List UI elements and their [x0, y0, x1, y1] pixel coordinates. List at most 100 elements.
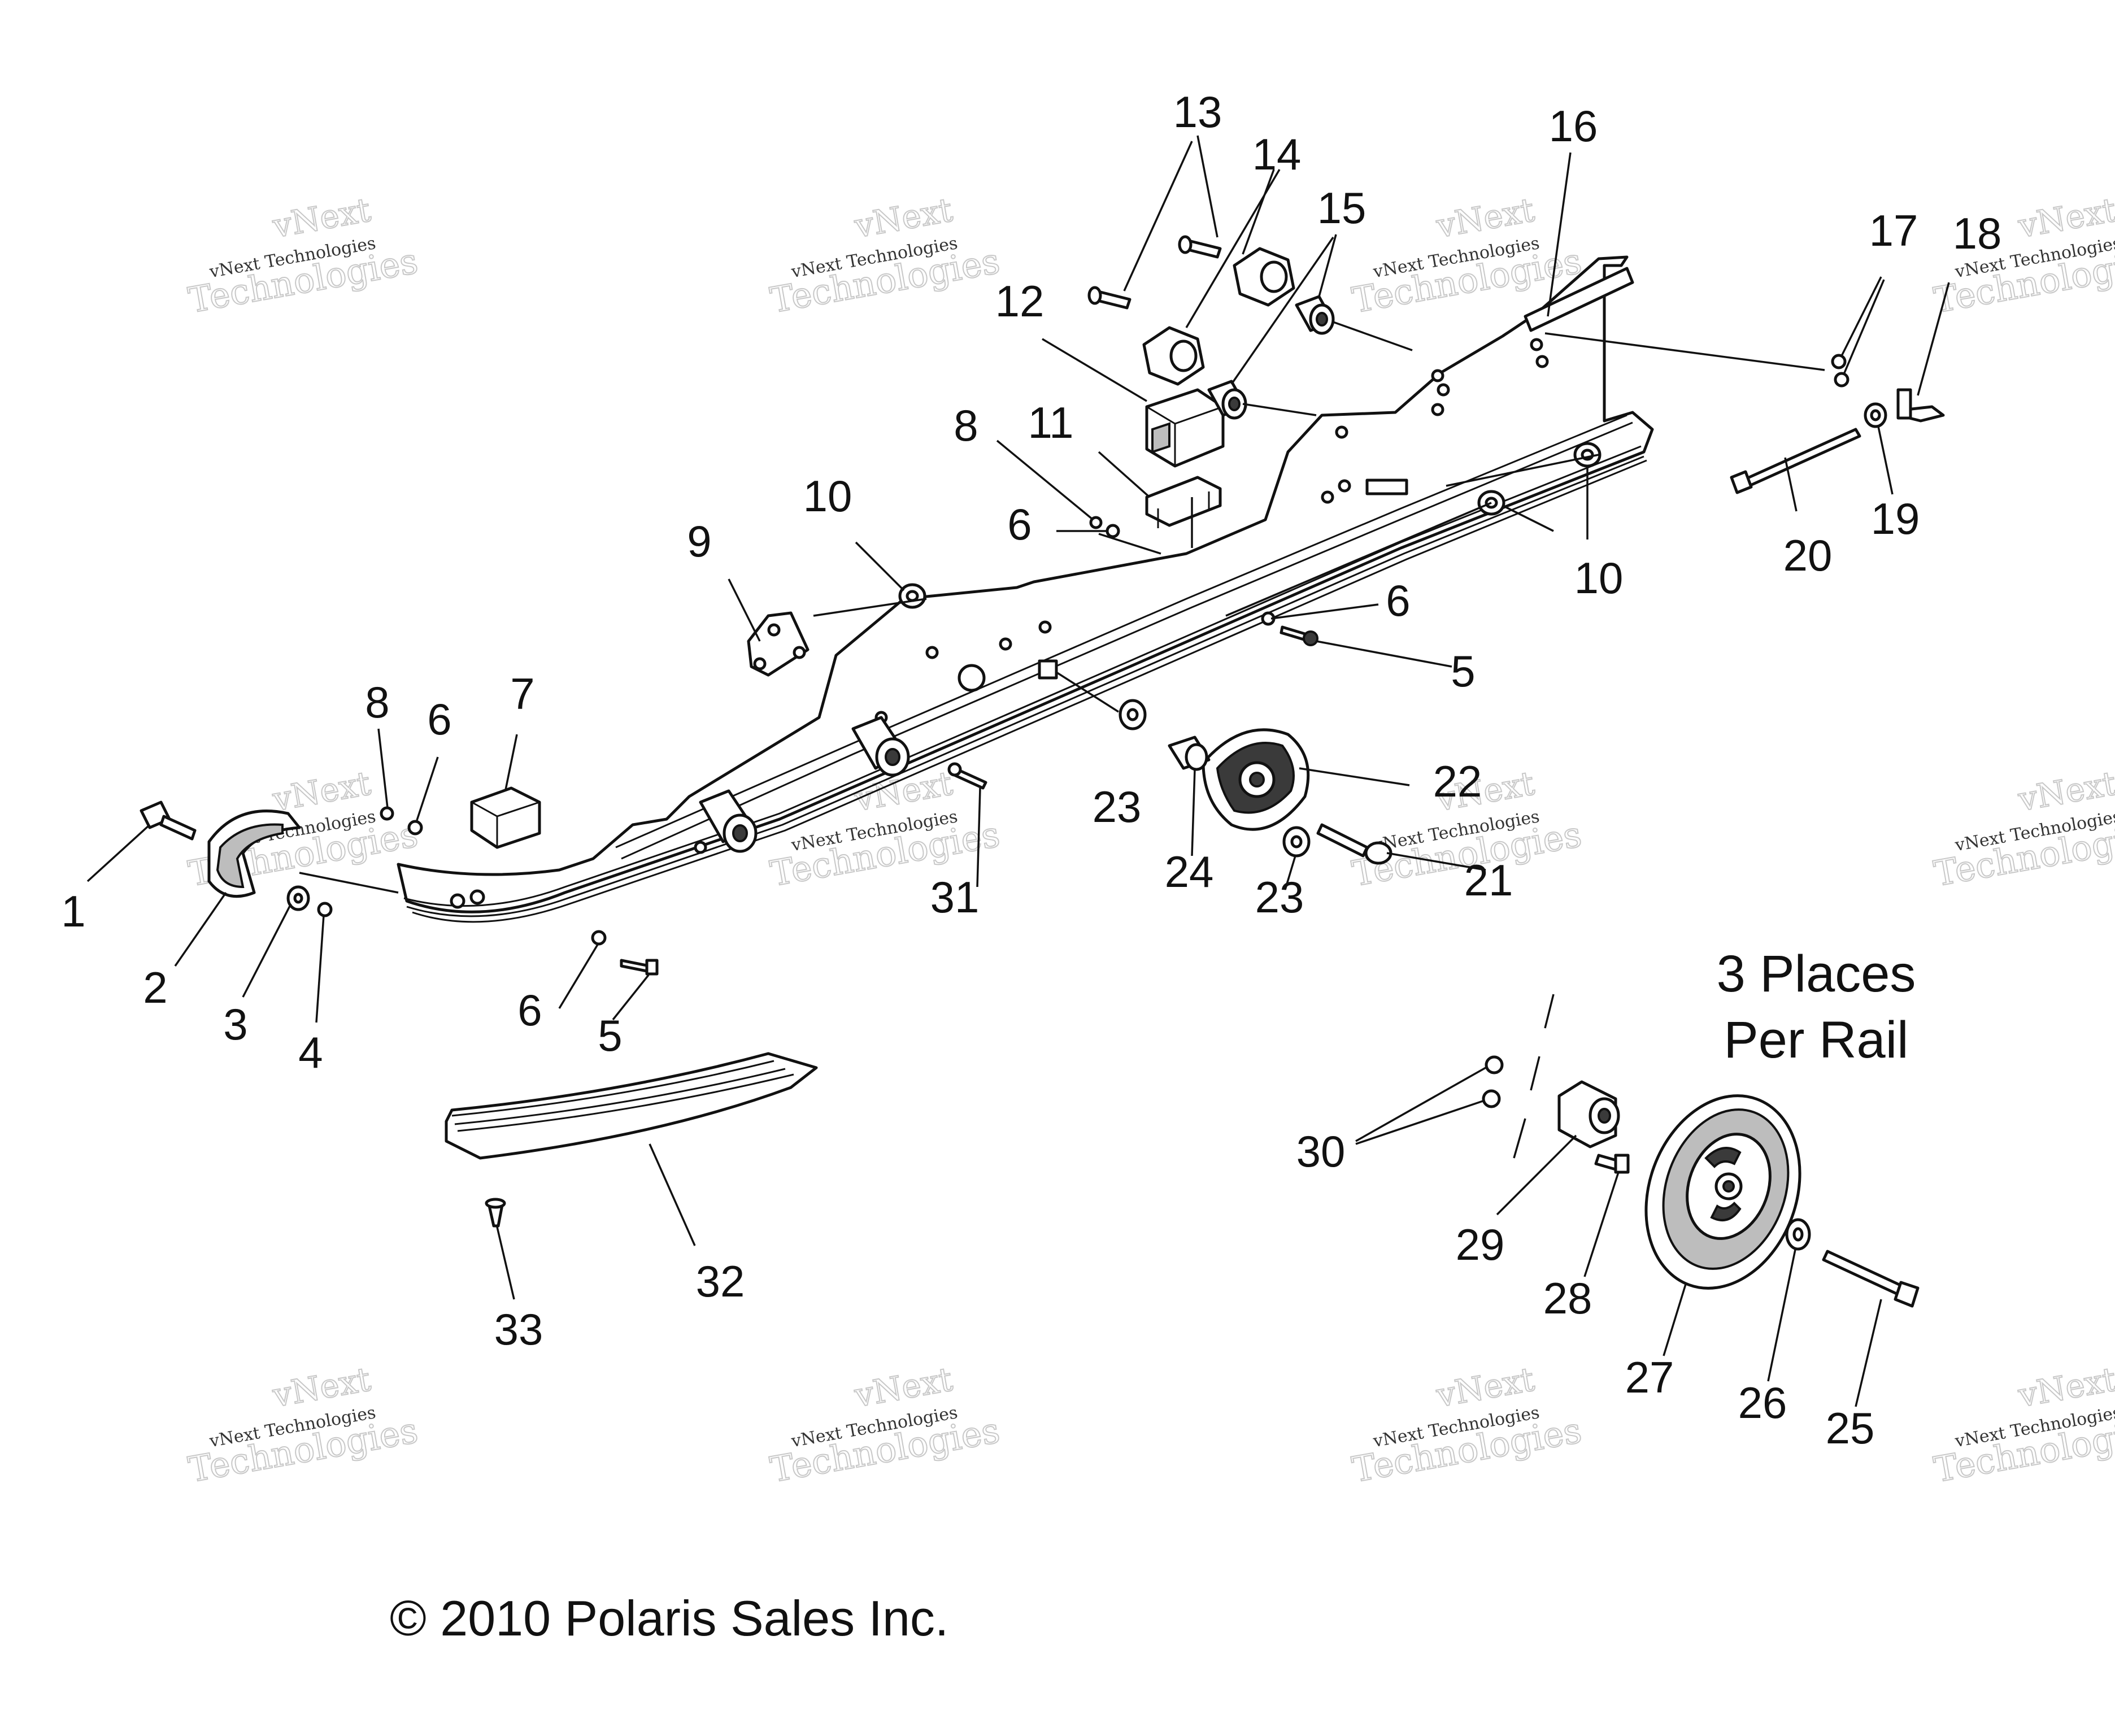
part-18-bracket — [1896, 388, 1945, 423]
callout-28: 28 — [1543, 1273, 1592, 1323]
part-14-bushing-a — [1142, 326, 1205, 386]
part-13-pin-b — [1178, 235, 1222, 259]
callout-labels: 1 2 3 4 5 5 6 6 6 6 7 8 8 9 10 10 11 12 … — [61, 87, 2001, 1453]
callout-8-a: 8 — [365, 677, 389, 727]
part-27-wheel — [1644, 1094, 1801, 1290]
callout-25: 25 — [1826, 1403, 1875, 1453]
callout-9: 9 — [687, 516, 711, 566]
part-9-plate — [747, 611, 810, 677]
rail-wheel-front — [699, 789, 758, 853]
part-19-nut — [1864, 402, 1887, 428]
part-30-nut-a — [1485, 1055, 1504, 1074]
part-7-block — [470, 786, 541, 849]
part-15-spacer-a — [1207, 380, 1247, 420]
callout-12: 12 — [995, 276, 1045, 326]
part-25-bolt — [1822, 1250, 1920, 1308]
part-11-clip — [1145, 476, 1222, 528]
callout-5-rear: 5 — [1451, 646, 1475, 696]
callout-32: 32 — [696, 1256, 745, 1306]
callout-11: 11 — [1028, 398, 1074, 447]
slide-rail — [397, 255, 1654, 923]
callout-10-b: 10 — [1574, 553, 1624, 603]
part-6-nut-a — [407, 820, 423, 836]
callout-4: 4 — [298, 1028, 323, 1077]
part-24-spacer — [1168, 736, 1211, 771]
part-8-nut-a — [380, 806, 394, 821]
callout-1: 1 — [61, 886, 85, 936]
callout-23-b: 23 — [1255, 872, 1304, 922]
callout-6-c: 6 — [1007, 499, 1032, 549]
callout-26: 26 — [1738, 1378, 1787, 1428]
note-line-2: Per Rail — [1724, 1011, 1908, 1069]
part-5-bolt-front — [620, 959, 659, 976]
callout-14: 14 — [1252, 129, 1302, 179]
part-22-idler-wheel — [1202, 728, 1310, 831]
part-6-nut-b — [591, 930, 607, 946]
callout-23-a: 23 — [1093, 782, 1142, 832]
part-33-screw — [485, 1198, 506, 1228]
callout-3: 3 — [223, 999, 247, 1049]
part-8-nut-b — [1089, 516, 1103, 529]
callout-16: 16 — [1549, 101, 1598, 151]
part-17-nut-b — [1834, 372, 1849, 388]
callout-15: 15 — [1317, 183, 1367, 233]
callout-10-a: 10 — [803, 471, 852, 521]
part-29-axle-block — [1557, 1080, 1620, 1148]
callout-22: 22 — [1433, 756, 1482, 806]
leader-lines — [86, 135, 1950, 1407]
part-30-nut-b — [1482, 1089, 1501, 1108]
callout-21: 21 — [1464, 855, 1513, 905]
note-line-1: 3 Places — [1717, 945, 1916, 1003]
part-20-bolt — [1730, 428, 1861, 494]
part-32-wear-strip — [445, 1052, 818, 1160]
callout-5-front: 5 — [598, 1011, 622, 1060]
part-21-bolt — [1316, 823, 1392, 865]
callout-2: 2 — [143, 963, 167, 1012]
rail-wheel-mid — [851, 716, 910, 777]
part-4-nut — [317, 902, 333, 917]
part-6-nut-c — [1106, 524, 1120, 538]
callout-31: 31 — [930, 872, 980, 922]
part-14-bushing-b — [1233, 247, 1295, 307]
part-10-nut-a — [898, 583, 926, 609]
part-28-bolt — [1594, 1154, 1630, 1174]
part-23-washer-b — [1282, 826, 1311, 858]
part-13-pin-a — [1087, 286, 1132, 310]
part-31-pin — [947, 762, 987, 790]
part-5-bolt-rear — [1280, 625, 1318, 646]
part-3-washer — [286, 885, 310, 911]
callout-7: 7 — [510, 669, 534, 719]
callout-27: 27 — [1625, 1352, 1674, 1402]
callout-30: 30 — [1296, 1126, 1346, 1176]
part-2-bracket — [207, 810, 301, 898]
part-17-nut-a — [1831, 354, 1847, 369]
callout-20: 20 — [1783, 530, 1833, 580]
callout-24: 24 — [1165, 847, 1214, 897]
part-26-washer — [1785, 1218, 1811, 1251]
callout-6-d: 6 — [1386, 576, 1410, 625]
callout-33: 33 — [494, 1304, 543, 1354]
callout-13: 13 — [1173, 87, 1222, 137]
places-note: 3 Places Per Rail — [1717, 945, 1916, 1069]
callout-18: 18 — [1953, 208, 2002, 258]
part-15-spacer-b — [1295, 295, 1335, 335]
copyright-text: © 2010 Polaris Sales Inc. — [390, 1590, 948, 1646]
part-23-washer-a — [1119, 699, 1147, 730]
callout-29: 29 — [1456, 1220, 1505, 1269]
callout-6-b: 6 — [517, 985, 542, 1035]
callout-17: 17 — [1869, 206, 1918, 255]
callout-19: 19 — [1871, 494, 1920, 543]
callout-8-b: 8 — [954, 401, 978, 450]
part-12-block — [1145, 388, 1225, 468]
